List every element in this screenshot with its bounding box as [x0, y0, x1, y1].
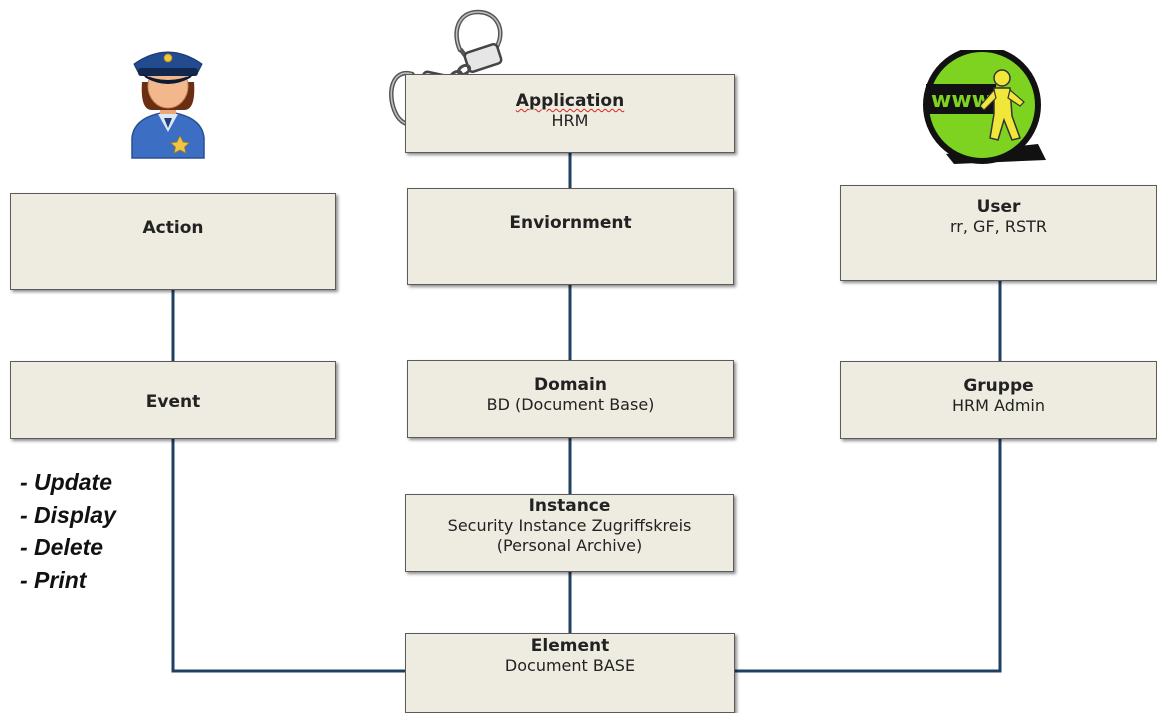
environment-title: Enviornment — [509, 213, 632, 233]
user-box: User rr, GF, RSTR — [840, 185, 1157, 281]
user-subtitle: rr, GF, RSTR — [950, 217, 1047, 236]
element-title: Element — [530, 636, 610, 656]
gruppe-title: Gruppe — [963, 376, 1034, 396]
event-item-print: - Print — [20, 566, 87, 593]
event-list: - Update - Display - Delete - Print — [20, 466, 116, 596]
domain-title: Domain — [534, 375, 607, 395]
element-subtitle: Document BASE — [504, 656, 636, 675]
action-title: Action — [142, 218, 204, 238]
action-box: Action — [10, 193, 336, 290]
user-title: User — [976, 197, 1021, 217]
event-item-delete: - Delete — [20, 534, 104, 560]
instance-subtitle-1: Security Instance Zugriffskreis — [447, 516, 692, 535]
application-box: Application HRM — [405, 74, 735, 153]
event-box: Event — [10, 361, 336, 439]
police-officer-icon — [118, 40, 218, 160]
instance-subtitle-2: (Personal Archive) — [496, 536, 643, 555]
application-title: Application — [515, 91, 625, 111]
svg-text:www: www — [931, 88, 992, 113]
domain-box: Domain BD (Document Base) — [407, 360, 734, 438]
connector-gruppe-element — [735, 439, 1002, 673]
www-user-icon: www — [920, 46, 1050, 165]
event-item-display: - Display — [20, 501, 116, 528]
gruppe-box: Gruppe HRM Admin — [840, 361, 1157, 439]
event-item-update: - Update — [20, 469, 112, 495]
domain-subtitle: BD (Document Base) — [486, 395, 655, 414]
element-box: Element Document BASE — [405, 633, 735, 713]
instance-title: Instance — [528, 496, 611, 516]
instance-box: Instance Security Instance Zugriffskreis… — [405, 494, 734, 572]
application-subtitle: HRM — [551, 111, 589, 130]
environment-box: Enviornment — [407, 188, 734, 285]
connector-event-element — [171, 439, 405, 673]
gruppe-subtitle: HRM Admin — [951, 396, 1046, 415]
event-title: Event — [145, 392, 201, 412]
